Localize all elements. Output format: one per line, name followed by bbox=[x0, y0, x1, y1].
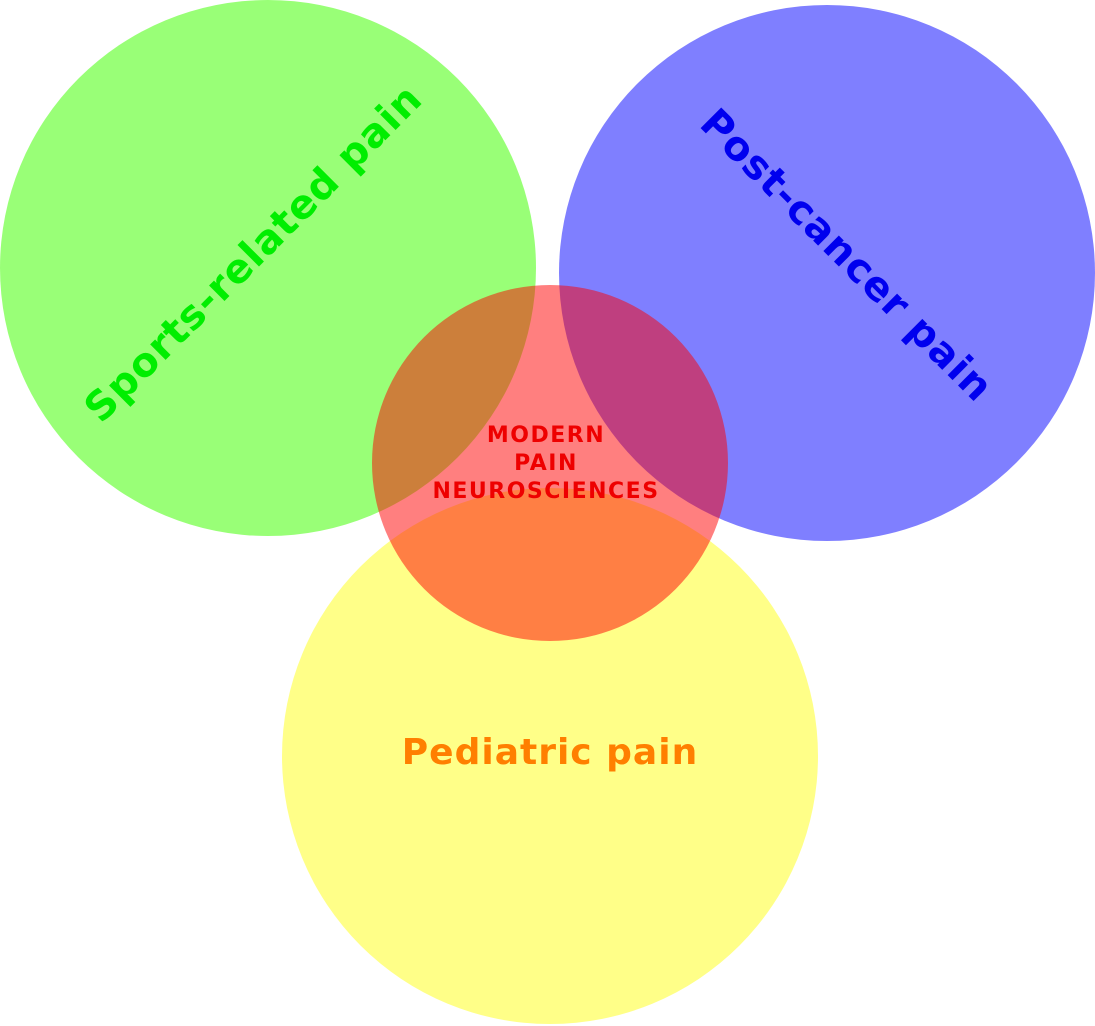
pediatric-pain-label: Pediatric pain bbox=[402, 732, 698, 773]
center-label-line-1: MODERN bbox=[487, 423, 605, 448]
center-label-line-3: NEUROSCIENCES bbox=[432, 479, 659, 504]
center-label-line-2: PAIN bbox=[514, 451, 578, 476]
modern-pain-neurosciences-circle bbox=[372, 285, 728, 641]
pediatric-pain-circle bbox=[282, 488, 818, 1024]
